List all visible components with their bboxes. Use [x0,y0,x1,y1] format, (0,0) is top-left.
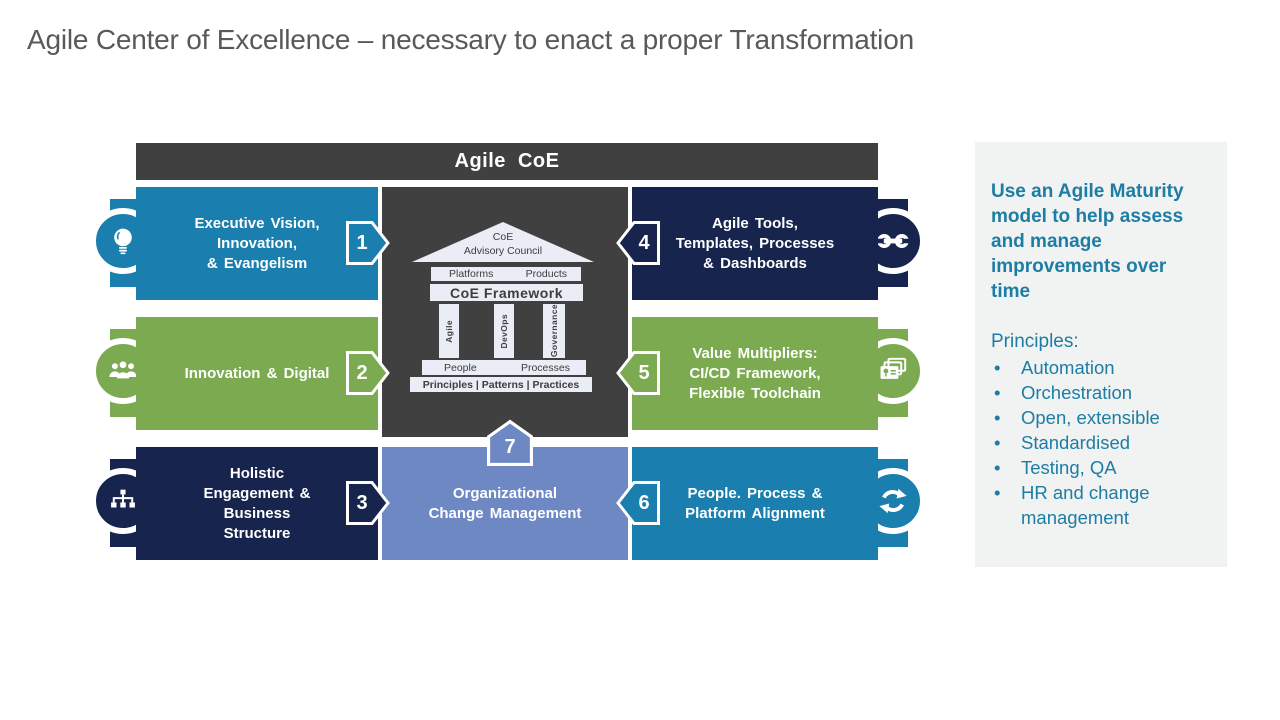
box-label: Innovation & Digital [184,364,330,382]
products-label: Products [525,268,567,280]
pentagon-left-icon [616,351,660,395]
principle-item: • Automation [991,355,1215,380]
wrench-glyph [876,233,910,249]
principle-text: Orchestration [1021,382,1133,403]
principles-title: Principles: [991,331,1079,352]
principle-item: • Standardised [991,430,1215,455]
pentagon-right-icon [346,481,390,525]
principle-text: HR and change management [1021,482,1150,528]
principle-item: • Testing, QA [991,455,1215,480]
bullet-dot: • [994,357,1001,378]
step-number: 6 [638,491,650,514]
pillar-label: DevOps [499,313,509,349]
step-marker-4: 4 [616,221,660,265]
box-people-process-platform: People. Process & Platform Alignment [632,447,878,560]
box-value-multipliers: Value Multipliers: CI/CD Framework, Flex… [632,317,878,430]
pillar-agile: Agile [439,304,459,358]
org-chart-glyph [111,489,135,508]
principle-text: Automation [1021,357,1115,378]
coe-diagram: Agile CoE [90,143,926,560]
temple-tier-principles: Principles | Patterns | Practices [410,377,592,392]
principles-list: • Automation • Orchestration • Open, ext… [991,355,1215,530]
pentagon-left-icon [616,221,660,265]
box-label: Holistic Engagement & Business Structure [203,464,311,542]
box-label: Agile Tools, Templates, Processes & Dash… [675,214,835,272]
step-number: 2 [356,361,368,384]
temple-tier-platforms-products: Platforms Products [431,267,581,281]
diagram-header: Agile CoE [136,143,878,180]
pillar-label: Governance [549,304,559,358]
pentagon-right-icon [346,351,390,395]
box-label: Executive Vision, Innovation, & Evangeli… [194,214,320,272]
pillar-governance: Governance [543,304,565,358]
panel-heading: Use an Agile Maturity model to help asse… [991,181,1184,302]
step-marker-6: 6 [616,481,660,525]
pentagon-left-icon [616,481,660,525]
principle-item: • Open, extensible [991,405,1215,430]
sync-glyph [879,488,907,514]
bullet-dot: • [994,407,1001,428]
bullet-dot: • [994,382,1001,403]
box-holistic-engagement: Holistic Engagement & Business Structure [136,447,378,560]
pentagon-up-icon [487,419,533,466]
step-number: 3 [356,491,368,514]
temple-roof-label: CoE Advisory Council [463,231,543,257]
team-glyph [109,361,137,379]
pillar-label: Agile [444,319,454,343]
box-innovation-digital: Innovation & Digital [136,317,378,430]
step-number: 5 [638,361,650,384]
principle-text: Standardised [1021,432,1131,453]
processes-label: Processes [520,361,570,374]
box-label: Value Multipliers: CI/CD Framework, Flex… [689,344,821,402]
principle-item: • Orchestration [991,380,1215,405]
temple-tier-coe-framework: CoE Framework [430,284,583,301]
lightbulb-glyph [114,228,132,255]
pentagon-right-icon [346,221,390,265]
bullet-dot: • [994,482,1001,503]
bullet-dot: • [994,432,1001,453]
coe-temple-box: CoE Advisory Council Platforms Products … [382,187,628,437]
step-marker-7: 7 [487,419,533,466]
maturity-panel: Use an Agile Maturity model to help asse… [975,142,1227,567]
bullet-dot: • [994,457,1001,478]
box-agile-tools: Agile Tools, Templates, Processes & Dash… [632,187,878,300]
certificate-glyph [880,357,907,379]
pillar-devops: DevOps [494,304,514,358]
platforms-label: Platforms [449,268,494,280]
step-marker-3: 3 [346,481,390,525]
slide-title: Agile Center of Excellence – necessary t… [27,24,914,55]
people-label: People [444,361,477,374]
principle-text: Open, extensible [1021,407,1160,428]
step-marker-1: 1 [346,221,390,265]
box-label: Organizational Change Management [428,484,582,522]
step-number: 1 [356,231,368,254]
step-marker-2: 2 [346,351,390,395]
step-marker-5: 5 [616,351,660,395]
step-number: 4 [638,231,650,254]
step-number: 7 [504,436,516,458]
box-label: People. Process & Platform Alignment [685,484,825,522]
box-executive-vision: Executive Vision, Innovation, & Evangeli… [136,187,378,300]
principle-text: Testing, QA [1021,457,1117,478]
principle-item: • HR and change management [991,480,1215,530]
temple-tier-people-processes: People Processes [422,360,586,375]
